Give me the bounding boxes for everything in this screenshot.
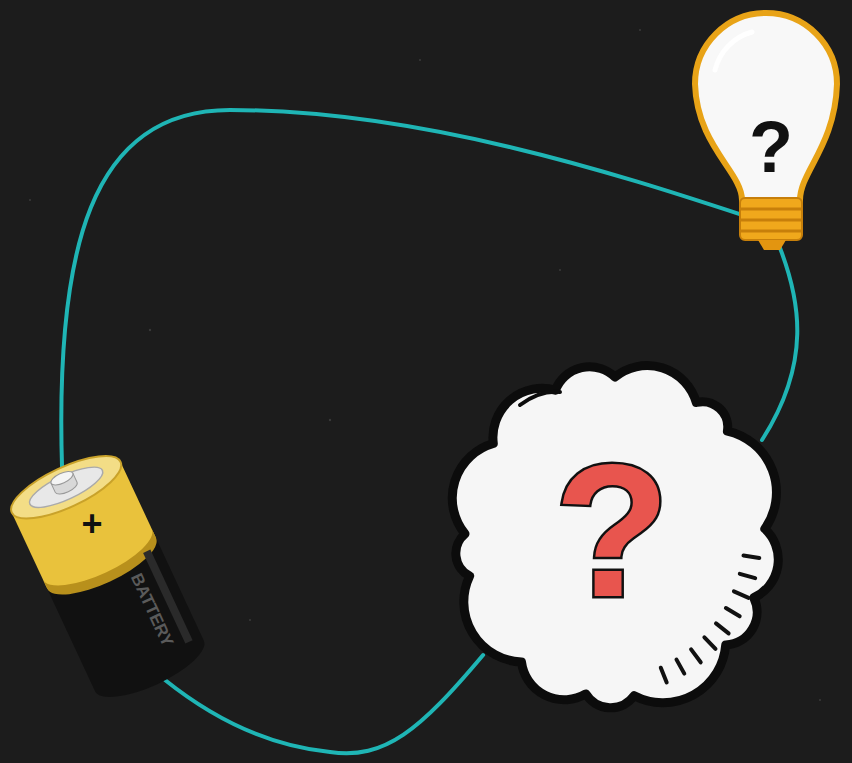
- polarity-sign: +: [81, 506, 102, 542]
- mystery-cloud: ?: [440, 355, 790, 720]
- bulb-mark: ?: [749, 111, 793, 183]
- battery-cell: +BATTERY: [10, 450, 215, 700]
- wire: [762, 248, 797, 440]
- cloud-mark: ?: [554, 435, 670, 625]
- wire: [165, 655, 483, 753]
- light-bulb: ?: [690, 5, 842, 252]
- battery-cell-outline: [10, 450, 215, 700]
